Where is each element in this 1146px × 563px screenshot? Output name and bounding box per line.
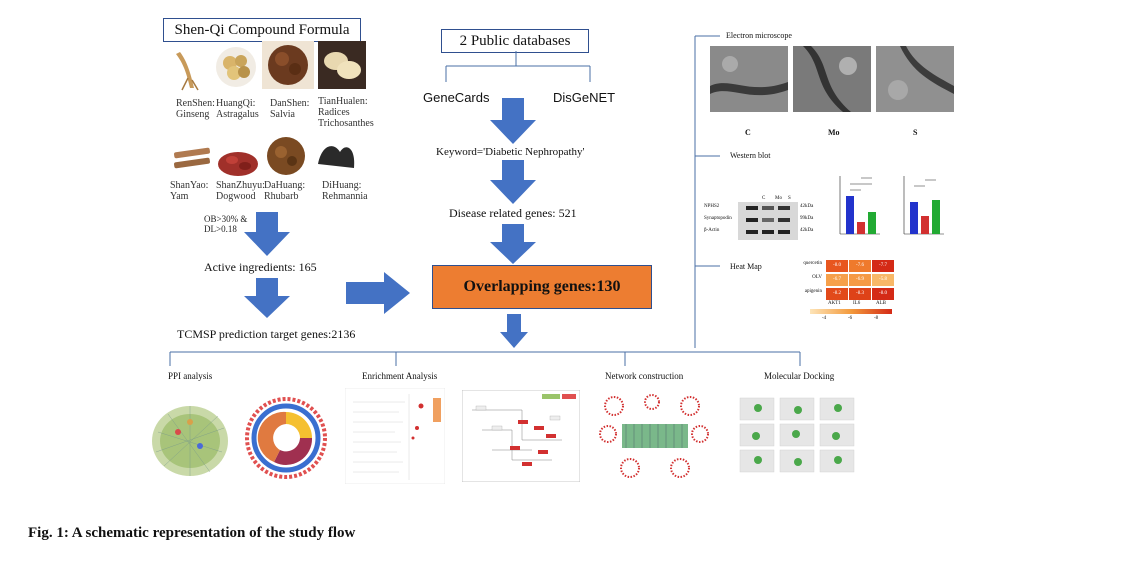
astragalus-image [216,47,256,87]
figure-caption: Fig. 1: A schematic representation of th… [28,525,356,541]
ppi-title: PPI analysis [168,371,213,381]
active-ingredients: Active ingredients: 165 [204,260,317,274]
em-title: Electron microscope [726,31,792,40]
wb-title: Western blot [730,151,771,160]
hm-row-2: apigenin [804,289,822,294]
hm-cell: -5.8 [872,274,894,286]
ppi-network-image [152,406,228,476]
rehmannia-label: DiHuang: Rehmannia [322,180,368,202]
arrow-right-icon [346,272,410,314]
enrichment-bubble-image [345,388,445,484]
rhubarb-label: DaHuang: Rhubarb [264,180,306,202]
arrow-down-icon [500,314,528,348]
hm-row-1: OLV [812,275,822,280]
wb-bands [738,202,798,240]
docking-title: Molecular Docking [764,371,835,381]
disgenet-label: DisGeNET [553,90,616,105]
astragalus-label: HuangQi: Astragalus [216,98,259,120]
enrichment-title: Enrichment Analysis [362,371,438,381]
rhubarb-image [267,137,305,175]
synaptopodin-bar-chart [903,176,944,235]
arrow-down-icon [490,98,536,144]
hm-cell: -8.0 [826,260,848,272]
hm-scale-1: -6 [848,316,853,321]
arrow-down-icon [490,224,536,264]
wb-row-actin: β-Actin [704,228,720,233]
databases-title: 2 Public databases [459,33,571,49]
hm-row-0: quercetin [803,261,822,266]
em-image-sq [876,46,954,112]
trichosanthes-label: TianHualen: Radices Trichosanthes [318,96,374,129]
disease-genes: Disease related genes: 521 [449,206,577,220]
databases-box: 2 Public databases [441,29,589,53]
em-image-control [710,46,788,112]
hm-cell: -8.0 [872,288,894,300]
hm-cell: -7.6 [849,260,871,272]
network-construction-image [599,394,709,478]
hm-scale-0: -4 [822,316,827,321]
dogwood-label: ShanZhuyu: Dogwood [216,180,265,202]
nphs2-bar-chart [839,176,880,235]
yam-label: ShanYao: Yam [170,180,209,202]
kegg-pathway-image [462,390,580,482]
wb-row-nphs2: NPHS2 [704,204,720,209]
hm-cell: -7.7 [872,260,894,272]
em-label-c: C [745,128,751,137]
wb-col-c: C [762,196,766,201]
overlap-box: Overlapping genes:130 [432,265,652,309]
arrow-down-icon [244,278,290,318]
genecards-label: GeneCards [423,90,490,105]
keyword-text: Keyword='Diabetic Nephropathy' [436,146,585,158]
arrow-down-icon [244,212,290,256]
wb-row-synaptopodin: Synaptopodin [704,216,732,221]
hm-col-1: IL6 [853,301,861,306]
docking-grid-image [739,397,855,473]
hm-cell: -8.2 [826,288,848,300]
yam-image [174,147,210,169]
wb-kda-3: 42kDa [800,228,814,233]
formula-title-box: Shen-Qi Compound Formula [163,18,361,42]
hm-col-0: AKT1 [828,301,841,306]
hm-scale-2: -8 [874,316,879,321]
em-image-model [793,46,871,112]
hm-colorbar [810,309,892,314]
network-title: Network construction [605,371,684,381]
wb-col-s: S [788,196,791,201]
hm-cell: -6.7 [826,274,848,286]
hm-cell: -8.3 [849,288,871,300]
em-label-mo: Mo [828,128,840,137]
formula-title: Shen-Qi Compound Formula [174,22,350,38]
ginseng-image [176,52,199,91]
analysis-bracket [169,351,801,366]
wb-col-mo: Mo [775,196,782,201]
salvia-label: DanShen: Salvia [270,98,310,120]
validation-bracket [694,35,720,348]
wb-kda-1: 42kDa [800,204,814,209]
dogwood-image [218,152,258,176]
circos-plot-image [245,397,327,479]
rehmannia-image [318,146,355,168]
em-label-s: S [913,128,918,137]
trichosanthes-image [318,41,366,89]
ginseng-label: RenShen: Ginseng [176,98,215,120]
wb-kda-2: 99kDa [800,216,814,221]
heatmap-title: Heat Map [730,262,762,271]
overlap-label: Overlapping genes:130 [463,278,621,295]
bracket-lines [445,51,591,82]
hm-cell: -6.9 [849,274,871,286]
tcmsp-targets: TCMSP prediction target genes:2136 [177,327,356,341]
screening-criteria: OB>30% & DL>0.18 [204,214,248,234]
hm-col-2: ALB [876,301,886,306]
arrow-down-icon [490,160,536,204]
salvia-image [262,41,314,89]
